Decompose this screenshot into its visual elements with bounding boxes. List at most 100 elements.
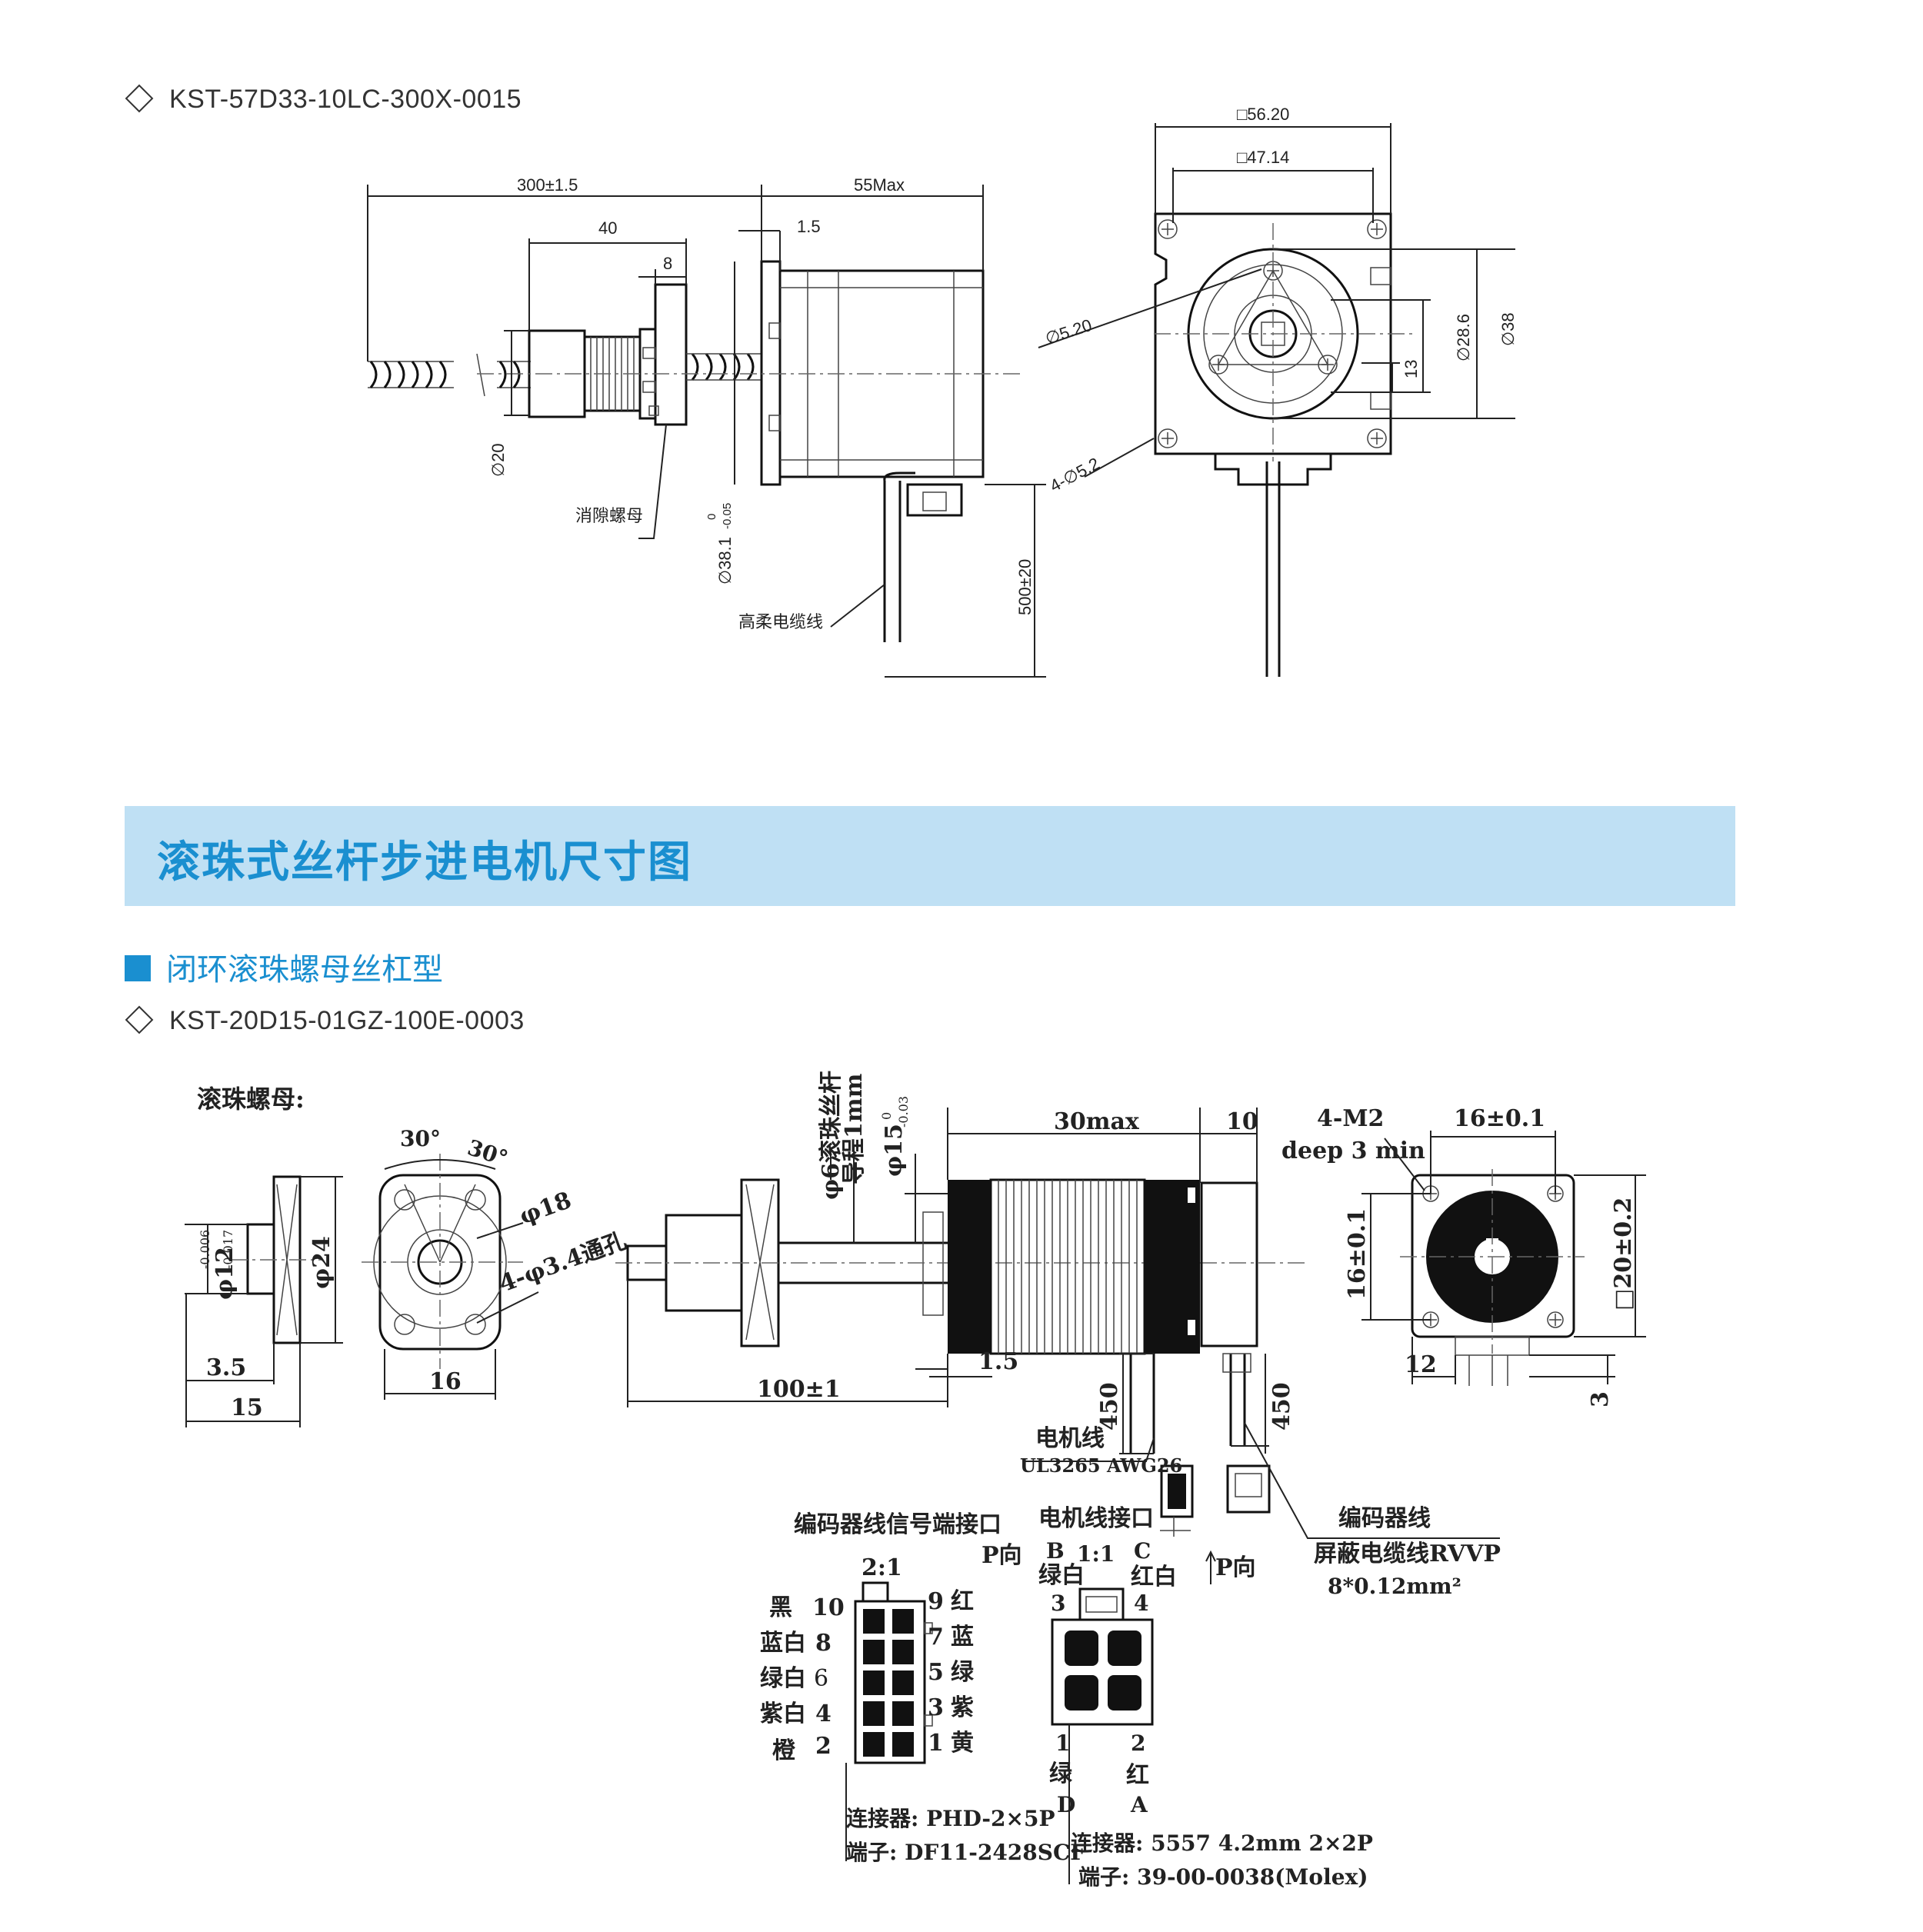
pin-color: 绿 <box>951 1659 975 1686</box>
label-D: D <box>1057 1792 1075 1817</box>
label-connector-2: 连接器: 5557 4.2mm 2×2P <box>1071 1830 1373 1856</box>
pin-labels-left: 黑 10 蓝白 8 绿白 6 紫白 4 橙 2 <box>760 1594 845 1764</box>
dim-phi12: φ12 <box>212 1247 238 1300</box>
label-p-dir-b: P向 <box>1215 1554 1256 1581</box>
label-anti-backlash-nut: 消隙螺母 <box>575 507 643 526</box>
label-connector-1: 连接器: PHD-2×5P <box>846 1806 1055 1831</box>
pin-color: 紫 <box>951 1694 974 1721</box>
label-pin-3: 3 <box>1051 1591 1065 1616</box>
motor-body-side <box>948 1178 1271 1537</box>
pin-number: 8 <box>815 1630 832 1657</box>
lead-screw <box>368 353 531 397</box>
label-ratio-1-1: 1:1 <box>1077 1541 1115 1567</box>
dim-lead: 导程1mm <box>841 1073 868 1184</box>
label-motor-wire-spec: UL3265 AWG26 <box>1020 1454 1182 1477</box>
label-red-white: 红白 <box>1131 1564 1177 1591</box>
square-bullet-icon <box>125 955 151 981</box>
dim-sq56: □56.20 <box>1237 105 1289 124</box>
label-encoder-cable-spec: 8*0.12mm² <box>1328 1574 1461 1599</box>
pin-color: 红 <box>951 1588 974 1615</box>
label-p-dir-a: P向 <box>981 1542 1022 1569</box>
subheading: 闭环滚珠螺母丝杠型 <box>125 944 443 989</box>
dim-phi38-boss: ∅38 <box>1498 312 1518 346</box>
label-terminal-2: 端子: 39-00-0038(Molex) <box>1078 1864 1368 1890</box>
dim-1-5: 1.5 <box>797 217 821 236</box>
label-green-white: 绿白 <box>1038 1562 1085 1589</box>
dim-phi38-tol-top: 0 <box>705 514 718 520</box>
pin-number: 6 <box>814 1665 828 1692</box>
motor-connector-4p <box>1051 1587 1154 1726</box>
banner-title: 滚珠式丝杆步进电机尺寸图 <box>157 838 692 888</box>
dim-100: 100±1 <box>757 1376 841 1403</box>
dim-450-b: 450 <box>1268 1382 1295 1431</box>
label-pin-1: 1 <box>1055 1730 1070 1756</box>
dim-10: 10 <box>1226 1108 1258 1135</box>
ballnut-side-view <box>231 1175 323 1344</box>
pin-color: 黑 <box>769 1594 792 1621</box>
pin-color: 橙 <box>772 1737 796 1764</box>
dim-phi24: φ24 <box>308 1236 335 1289</box>
dim-300: 300±1.5 <box>517 175 578 195</box>
dim-phi12-tol-top: -0.006 <box>198 1230 212 1269</box>
pin-color: 黄 <box>951 1730 974 1757</box>
dim-16: 16 <box>429 1368 462 1395</box>
label-B: B <box>1046 1538 1065 1564</box>
dim-angle-30-a: 30° <box>400 1126 441 1151</box>
motor-front-small <box>1400 1169 1585 1386</box>
dim-phi6-screw: φ6滚珠丝杆 <box>818 1071 845 1200</box>
pin-color: 蓝 <box>951 1624 974 1651</box>
dim-phi15-tol-bot: -0.03 <box>896 1096 911 1128</box>
label-C: C <box>1134 1538 1151 1564</box>
dim-30max: 30max <box>1054 1108 1140 1135</box>
pin-number: 9 <box>928 1588 944 1615</box>
pin-number: 2 <box>815 1733 832 1760</box>
dim-sq16-v: 16±0.1 <box>1344 1208 1371 1300</box>
label-ratio-2-1: 2:1 <box>862 1554 902 1581</box>
dim-1-5: 1.5 <box>978 1348 1018 1375</box>
dim-phi38: ∅38.1 <box>715 537 735 585</box>
label-pin-4: 4 <box>1134 1591 1148 1616</box>
dim-15: 15 <box>231 1394 263 1421</box>
pin-color: 绿白 <box>760 1665 806 1692</box>
dim-phi15: φ15 <box>881 1124 908 1177</box>
dim-12: 12 <box>1405 1351 1437 1378</box>
dim-8: 8 <box>663 254 672 273</box>
dim-phi38-tol-bot: -0.05 <box>721 503 734 529</box>
pin-number: 10 <box>812 1594 845 1621</box>
dim-sq20: □20±0.2 <box>1610 1198 1637 1311</box>
ballnut-front-view <box>362 1154 523 1369</box>
label-pin-2: 2 <box>1131 1730 1145 1756</box>
section-banner: 滚珠式丝杆步进电机尺寸图 <box>125 806 1735 906</box>
dim-450-a: 450 <box>1096 1382 1123 1431</box>
label-motor-port: 电机线接口 <box>1038 1505 1154 1532</box>
label-encoder-wire: 编码器线 <box>1338 1505 1431 1532</box>
dim-40: 40 <box>598 218 617 238</box>
dim-55max: 55Max <box>854 175 905 195</box>
label-encoder-port: 编码器线信号端接口 <box>794 1511 1001 1538</box>
pin-labels-right: 9 红 7 蓝 5 绿 3 紫 1 黄 <box>928 1588 975 1757</box>
dim-3-5: 3.5 <box>206 1354 246 1381</box>
dim-4-m2: 4-M2 <box>1317 1105 1384 1132</box>
dim-phi15-tol-top: 0 <box>879 1112 894 1120</box>
model-title-2: KST-20D15-01GZ-100E-0003 <box>125 1005 525 1036</box>
dim-3: 3 <box>1587 1391 1614 1407</box>
dim-angle-30-b: 30° <box>465 1134 512 1171</box>
label-ballnut: 滚珠螺母: <box>197 1084 305 1114</box>
label-motor-wire: 电机线 <box>1035 1425 1105 1452</box>
model-title-1: KST-57D33-10LC-300X-0015 <box>125 84 522 115</box>
dim-500: 500±20 <box>1015 559 1035 615</box>
dim-sq47: □47.14 <box>1237 148 1289 167</box>
pin-color: 紫白 <box>760 1700 806 1727</box>
pin-number: 3 <box>928 1694 944 1721</box>
encoder-connector-10p <box>854 1581 933 1764</box>
pin-color: 蓝白 <box>760 1630 806 1657</box>
pin-number: 1 <box>928 1730 944 1757</box>
label-encoder-cable: 屏蔽电缆线RVVP <box>1314 1541 1501 1567</box>
dim-phi12-tol-bot: -0.017 <box>221 1230 235 1269</box>
label-red: 红 <box>1126 1762 1149 1789</box>
label-cable: 高柔电缆线 <box>738 613 823 632</box>
dim-13: 13 <box>1401 360 1421 378</box>
dim-phi28-6: ∅28.6 <box>1454 314 1473 361</box>
